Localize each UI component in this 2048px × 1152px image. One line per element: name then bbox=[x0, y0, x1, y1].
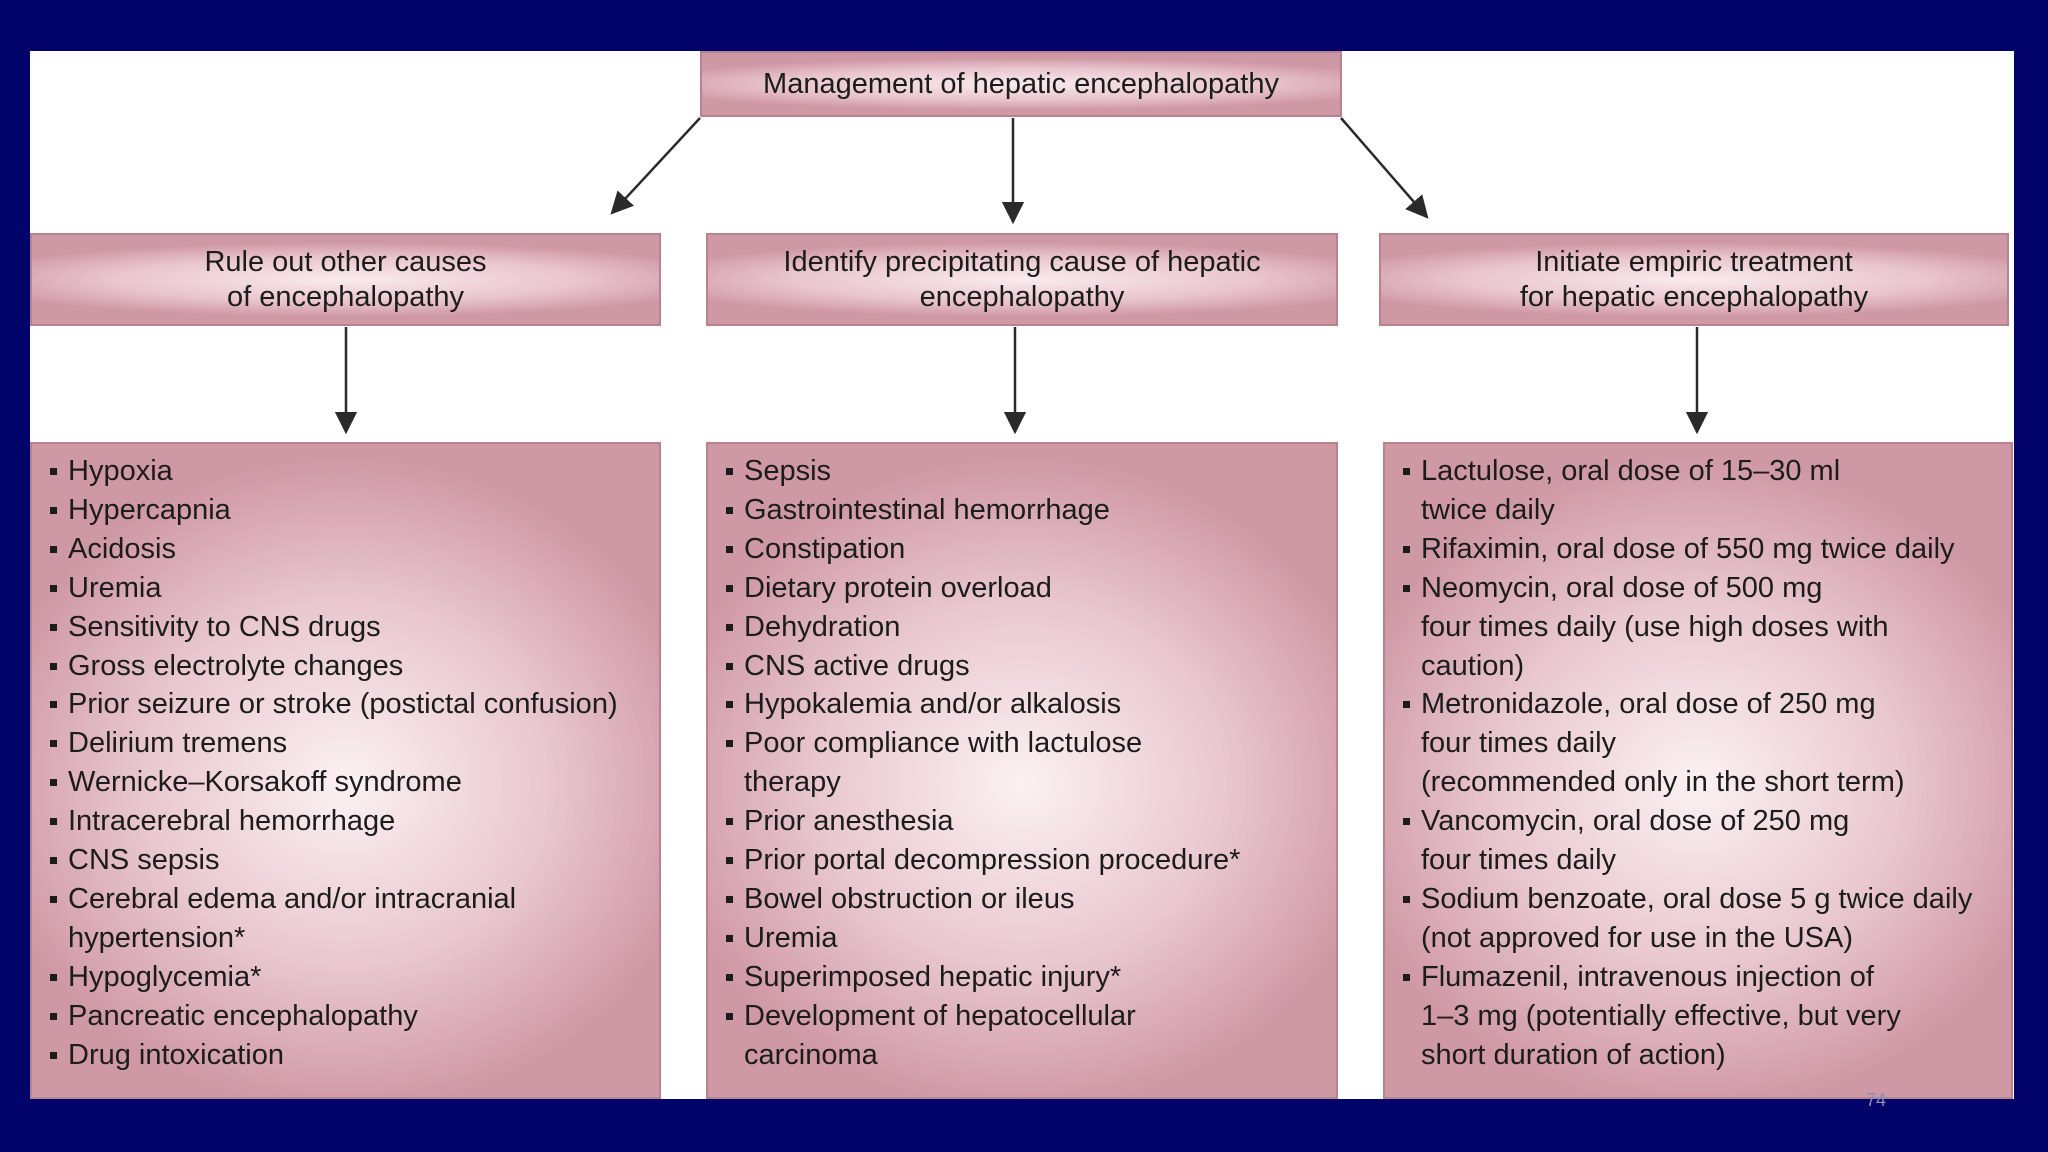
list-item: Acidosis bbox=[46, 530, 649, 569]
list-item: Poor compliance with lactulose therapy bbox=[722, 724, 1326, 802]
list-item: Hypokalemia and/or alkalosis bbox=[722, 685, 1326, 724]
list-item: Gastrointestinal hemorrhage bbox=[722, 491, 1326, 530]
list-item: Bowel obstruction or ileus bbox=[722, 880, 1326, 919]
list-item: Metronidazole, oral dose of 250 mg four … bbox=[1399, 685, 2001, 802]
list-item: Wernicke–Korsakoff syndrome bbox=[46, 763, 649, 802]
header-rule-out: Rule out other causes of encephalopathy bbox=[30, 233, 661, 326]
list-item: Gross electrolyte changes bbox=[46, 647, 649, 686]
list-item: Rifaximin, oral dose of 550 mg twice dai… bbox=[1399, 530, 2001, 569]
header-rule-out-line1: Rule out other causes bbox=[204, 245, 487, 278]
page-number: 74 bbox=[1866, 1090, 1887, 1110]
list-initiate: Lactulose, oral dose of 15–30 ml twice d… bbox=[1383, 442, 2013, 1099]
list-item: Flumazenil, intravenous injection of 1–3… bbox=[1399, 958, 2001, 1075]
list-initiate-items: Lactulose, oral dose of 15–30 ml twice d… bbox=[1399, 452, 2001, 1075]
list-item: Cerebral edema and/or intracranial hyper… bbox=[46, 880, 649, 958]
header-identify-line1: Identify precipitating cause of hepatic bbox=[783, 245, 1261, 278]
list-item: CNS active drugs bbox=[722, 647, 1326, 686]
list-item: CNS sepsis bbox=[46, 841, 649, 880]
list-item: Prior portal decompression procedure* bbox=[722, 841, 1326, 880]
list-item: Dietary protein overload bbox=[722, 569, 1326, 608]
list-item: Drug intoxication bbox=[46, 1036, 649, 1075]
list-item: Sodium benzoate, oral dose 5 g twice dai… bbox=[1399, 880, 2001, 958]
list-item: Hypoglycemia* bbox=[46, 958, 649, 997]
arrow-title-to-right bbox=[1340, 117, 1429, 219]
header-initiate-line1: Initiate empiric treatment bbox=[1535, 245, 1853, 278]
list-item: Superimposed hepatic injury* bbox=[722, 958, 1326, 997]
list-item: Intracerebral hemorrhage bbox=[46, 802, 649, 841]
list-item: Development of hepatocellular carcinoma bbox=[722, 997, 1326, 1075]
list-item: Dehydration bbox=[722, 608, 1326, 647]
list-item: Hypercapnia bbox=[46, 491, 649, 530]
header-identify-line2: encephalopathy bbox=[919, 280, 1125, 313]
header-identify: Identify precipitating cause of hepatic … bbox=[706, 233, 1338, 326]
header-initiate-line2: for hepatic encephalopathy bbox=[1519, 280, 1869, 313]
list-item: Pancreatic encephalopathy bbox=[46, 997, 649, 1036]
list-item: Lactulose, oral dose of 15–30 ml twice d… bbox=[1399, 452, 2001, 530]
list-item: Sepsis bbox=[722, 452, 1326, 491]
arrow-title-to-left bbox=[610, 117, 701, 215]
list-item: Uremia bbox=[722, 919, 1326, 958]
header-initiate: Initiate empiric treatment for hepatic e… bbox=[1379, 233, 2009, 326]
list-item: Prior seizure or stroke (postictal confu… bbox=[46, 685, 649, 724]
list-item: Delirium tremens bbox=[46, 724, 649, 763]
list-item: Vancomycin, oral dose of 250 mg four tim… bbox=[1399, 802, 2001, 880]
list-item: Prior anesthesia bbox=[722, 802, 1326, 841]
title-box: Management of hepatic encephalopathy bbox=[700, 51, 1342, 117]
list-item: Constipation bbox=[722, 530, 1326, 569]
list-item: Uremia bbox=[46, 569, 649, 608]
list-item: Sensitivity to CNS drugs bbox=[46, 608, 649, 647]
diagram-title: Management of hepatic encephalopathy bbox=[763, 67, 1279, 100]
header-rule-out-line2: of encephalopathy bbox=[226, 280, 465, 313]
list-item: Neomycin, oral dose of 500 mg four times… bbox=[1399, 569, 2001, 686]
list-item: Hypoxia bbox=[46, 452, 649, 491]
